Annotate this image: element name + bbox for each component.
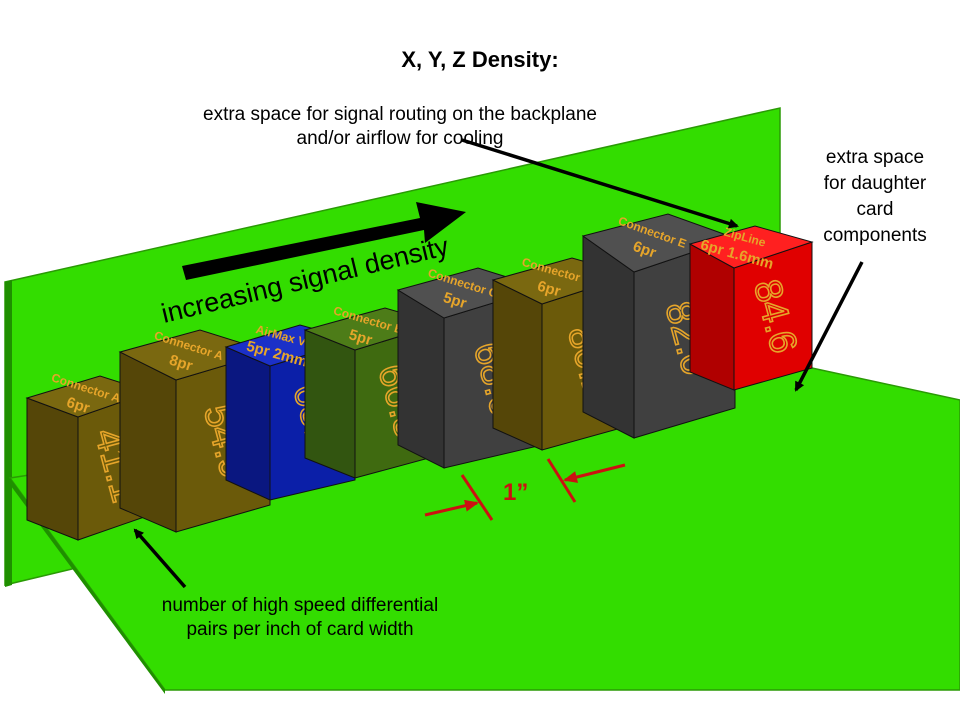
daughter-card-edge — [8, 478, 165, 694]
leader-arrow-routing — [461, 138, 739, 229]
annotation-routing-line: and/or airflow for cooling — [296, 128, 504, 149]
dimension-tick-right — [546, 458, 577, 503]
connector-side-face — [492, 279, 543, 451]
density-direction-arrow — [182, 202, 466, 280]
annotation-pairs-per-inch: number of high speed differential pairs … — [100, 594, 500, 642]
connector-side-face — [225, 346, 271, 501]
dimension-arrow-left — [424, 499, 479, 517]
annotation-daughter-line: for daughter — [823, 173, 927, 194]
dimension-tick-left — [460, 474, 494, 521]
connector-side-face — [397, 289, 445, 469]
annotation-daughter-line: card — [856, 199, 894, 220]
annotation-daughter-card: extra space for daughter card components — [790, 145, 960, 249]
connector-side-face — [304, 329, 356, 479]
annotation-daughter-line: extra space — [825, 147, 925, 168]
leader-arrow-pairs — [133, 528, 187, 589]
connector-pairs-label: 5pr — [441, 289, 469, 312]
annotation-daughter-line: components — [823, 225, 927, 246]
leader-arrow-daughter — [794, 261, 864, 392]
dimension-arrow-right — [563, 463, 626, 483]
backplane-edge — [5, 280, 12, 587]
connector-side-face — [689, 243, 735, 391]
connector-pairs-label: 6pr — [64, 394, 92, 417]
connector-side-face — [119, 351, 177, 533]
connector-pairs-label: 6pr — [535, 278, 562, 301]
connector-top-face — [688, 225, 814, 269]
page-title: X, Y, Z Density: — [401, 47, 559, 72]
connector-side-face — [26, 397, 79, 541]
connector-pairs-label: 8pr — [167, 352, 195, 375]
connector-pairs-label: 6pr — [631, 238, 659, 262]
width-label: 1” — [503, 479, 528, 506]
width-dimension: 1” — [424, 458, 626, 521]
annotation-pairs-line: number of high speed differential — [161, 595, 439, 616]
annotation-pairs-line: pairs per inch of card width — [186, 619, 414, 640]
connector-pairs-label: 5pr — [347, 326, 374, 349]
annotation-routing-line: extra space for signal routing on the ba… — [203, 104, 597, 125]
annotation-routing: extra space for signal routing on the ba… — [100, 103, 700, 151]
